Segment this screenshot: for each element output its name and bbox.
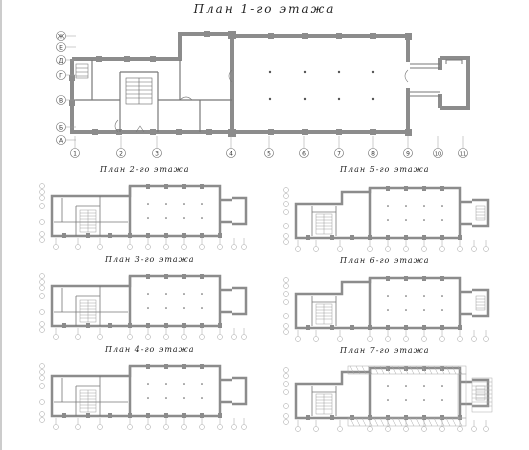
plan-floor-3 (38, 272, 248, 341)
plan-floor-4 (38, 362, 248, 431)
axis-col-8: 8 (371, 151, 375, 158)
axis-col-7: 7 (337, 151, 341, 158)
title-floor-4: План 4-го этажа (105, 345, 195, 354)
axis-col-2: 2 (119, 151, 123, 158)
plan-floor-1: 1 2 3 4 5 6 7 8 9 10 11 (56, 31, 470, 158)
plan-7-roof-hatching (347, 365, 493, 427)
plan-floor-6 (282, 274, 490, 343)
axis-row-b: Б (59, 125, 63, 132)
plan-1-doors (114, 69, 409, 133)
plan-1-axis-lines (66, 35, 464, 148)
plan-1-small-stair (75, 63, 89, 79)
axis-row-g: Г (59, 73, 63, 80)
title-floor-3: План 3-го этажа (105, 255, 195, 264)
axis-col-4: 4 (229, 151, 233, 158)
plan-1-staircase (125, 77, 153, 105)
plan-floor-2 (38, 182, 248, 251)
axis-col-5: 5 (267, 151, 271, 158)
plan-1-pilasters (69, 31, 412, 137)
axis-row-d: Д (59, 58, 64, 65)
title-floor-5: План 5-го этажа (340, 165, 430, 174)
plan-1-row-markers: Ж Е Д Г В Б А (56, 31, 66, 145)
axis-row-a: А (59, 138, 64, 145)
axis-col-9: 9 (406, 151, 410, 158)
axis-row-e: Е (59, 45, 63, 52)
plan-1-hall-columns (268, 70, 375, 101)
plan-1-outer-walls (70, 32, 470, 134)
axis-col-6: 6 (302, 151, 306, 158)
title-floor-6: План 6-го этажа (340, 256, 430, 265)
title-floor-1: План 1-го этажа (193, 2, 336, 16)
axis-row-zh: Ж (58, 34, 65, 41)
plan-1-column-markers: 1 2 3 4 5 6 7 8 9 10 11 (70, 148, 468, 158)
axis-col-11: 11 (460, 152, 466, 158)
axis-col-10: 10 (435, 152, 441, 158)
plan-floor-5 (282, 184, 490, 253)
plan-1-inner-walls (74, 60, 232, 132)
title-floor-2: План 2-го этажа (100, 165, 190, 174)
axis-col-1: 1 (73, 151, 77, 158)
title-floor-7: План 7-го этажа (340, 346, 430, 355)
axis-col-3: 3 (155, 151, 159, 158)
plan-1-passage (410, 59, 463, 97)
axis-row-v: В (59, 98, 63, 105)
